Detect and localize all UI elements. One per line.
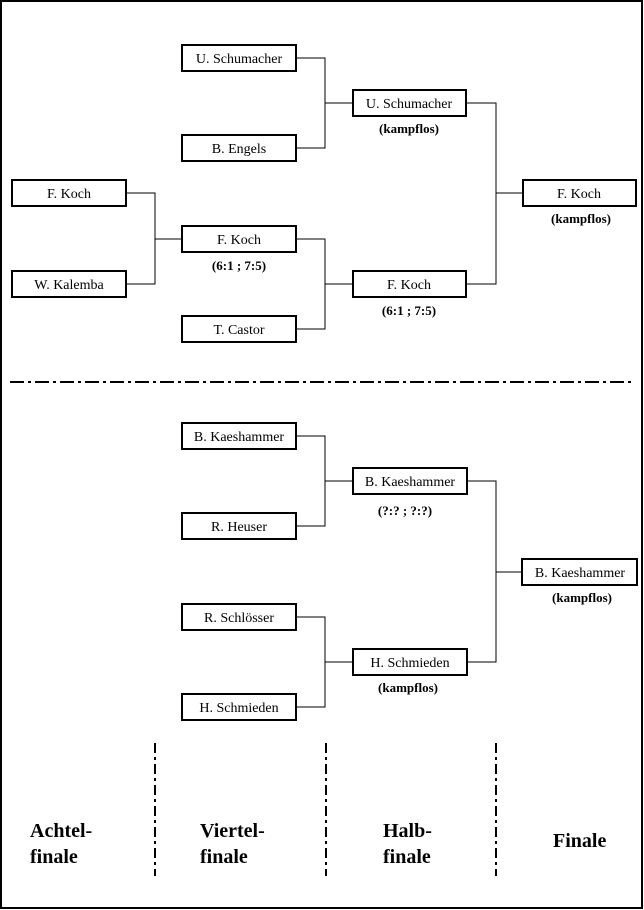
score-sf-lower-2: (kampflos): [378, 680, 438, 695]
svg-text:F. Koch: F. Koch: [217, 233, 261, 248]
svg-text:R. Heuser: R. Heuser: [211, 520, 267, 535]
svg-text:U. Schumacher: U. Schumacher: [366, 97, 453, 112]
match-box-sf-lower-1: B. Kaeshammer: [352, 467, 468, 495]
match-box-qf-upper-2: B. Engels: [181, 134, 297, 162]
score-sf-lower-1: (?:? ; ?:?): [378, 503, 432, 518]
svg-text:U. Schumacher: U. Schumacher: [196, 52, 283, 67]
match-box-qf-upper-4: T. Castor: [181, 315, 297, 343]
round-label-finale: Finale: [553, 830, 606, 852]
svg-text:B. Kaeshammer: B. Kaeshammer: [535, 566, 626, 581]
svg-text:W. Kalemba: W. Kalemba: [34, 278, 104, 293]
svg-text:B. Engels: B. Engels: [212, 142, 266, 157]
match-box-r16-1: F. Koch: [11, 179, 127, 207]
round-label-halb-2: finale: [383, 846, 431, 868]
svg-text:R. Schlösser: R. Schlösser: [204, 611, 274, 626]
match-box-final-lower: B. Kaeshammer: [521, 558, 638, 586]
match-box-sf-lower-2: H. Schmieden: [352, 648, 468, 676]
match-box-qf-upper-3: F. Koch: [181, 225, 297, 253]
match-box-qf-upper-1: U. Schumacher: [181, 44, 297, 72]
score-final-upper: (kampflos): [551, 211, 611, 226]
match-box-qf-lower-4: H. Schmieden: [181, 693, 297, 721]
round-label-achtel-2: finale: [30, 846, 78, 868]
match-box-qf-lower-3: R. Schlösser: [181, 603, 297, 631]
svg-text:T. Castor: T. Castor: [213, 323, 264, 338]
round-label-viertel-2: finale: [200, 846, 248, 868]
round-separators: [154, 743, 497, 876]
score-final-lower: (kampflos): [552, 590, 612, 605]
score-sf-upper-1: (kampflos): [379, 121, 439, 136]
lower-connectors: [296, 435, 522, 708]
match-box-final-upper: F. Koch: [522, 179, 637, 207]
svg-text:F. Koch: F. Koch: [557, 187, 601, 202]
match-box-qf-lower-2: R. Heuser: [181, 512, 297, 540]
svg-text:F. Koch: F. Koch: [387, 278, 431, 293]
svg-text:H. Schmieden: H. Schmieden: [199, 701, 278, 716]
svg-text:B. Kaeshammer: B. Kaeshammer: [365, 475, 456, 490]
round-label-viertel-1: Viertel-: [200, 820, 265, 842]
score-sf-upper-2: (6:1 ; 7:5): [382, 303, 436, 318]
match-box-sf-upper-2: F. Koch: [352, 270, 467, 298]
svg-text:H. Schmieden: H. Schmieden: [370, 656, 449, 671]
round-label-achtel-1: Achtel-: [30, 820, 92, 842]
upper-connectors: [126, 57, 523, 330]
score-qf-upper-3: (6:1 ; 7:5): [212, 258, 266, 273]
match-box-qf-lower-1: B. Kaeshammer: [181, 422, 297, 450]
match-box-sf-upper-1: U. Schumacher: [352, 89, 467, 117]
match-box-r16-2: W. Kalemba: [11, 270, 127, 298]
svg-text:B. Kaeshammer: B. Kaeshammer: [194, 430, 285, 445]
svg-text:F. Koch: F. Koch: [47, 187, 91, 202]
round-label-halb-1: Halb-: [383, 820, 432, 842]
